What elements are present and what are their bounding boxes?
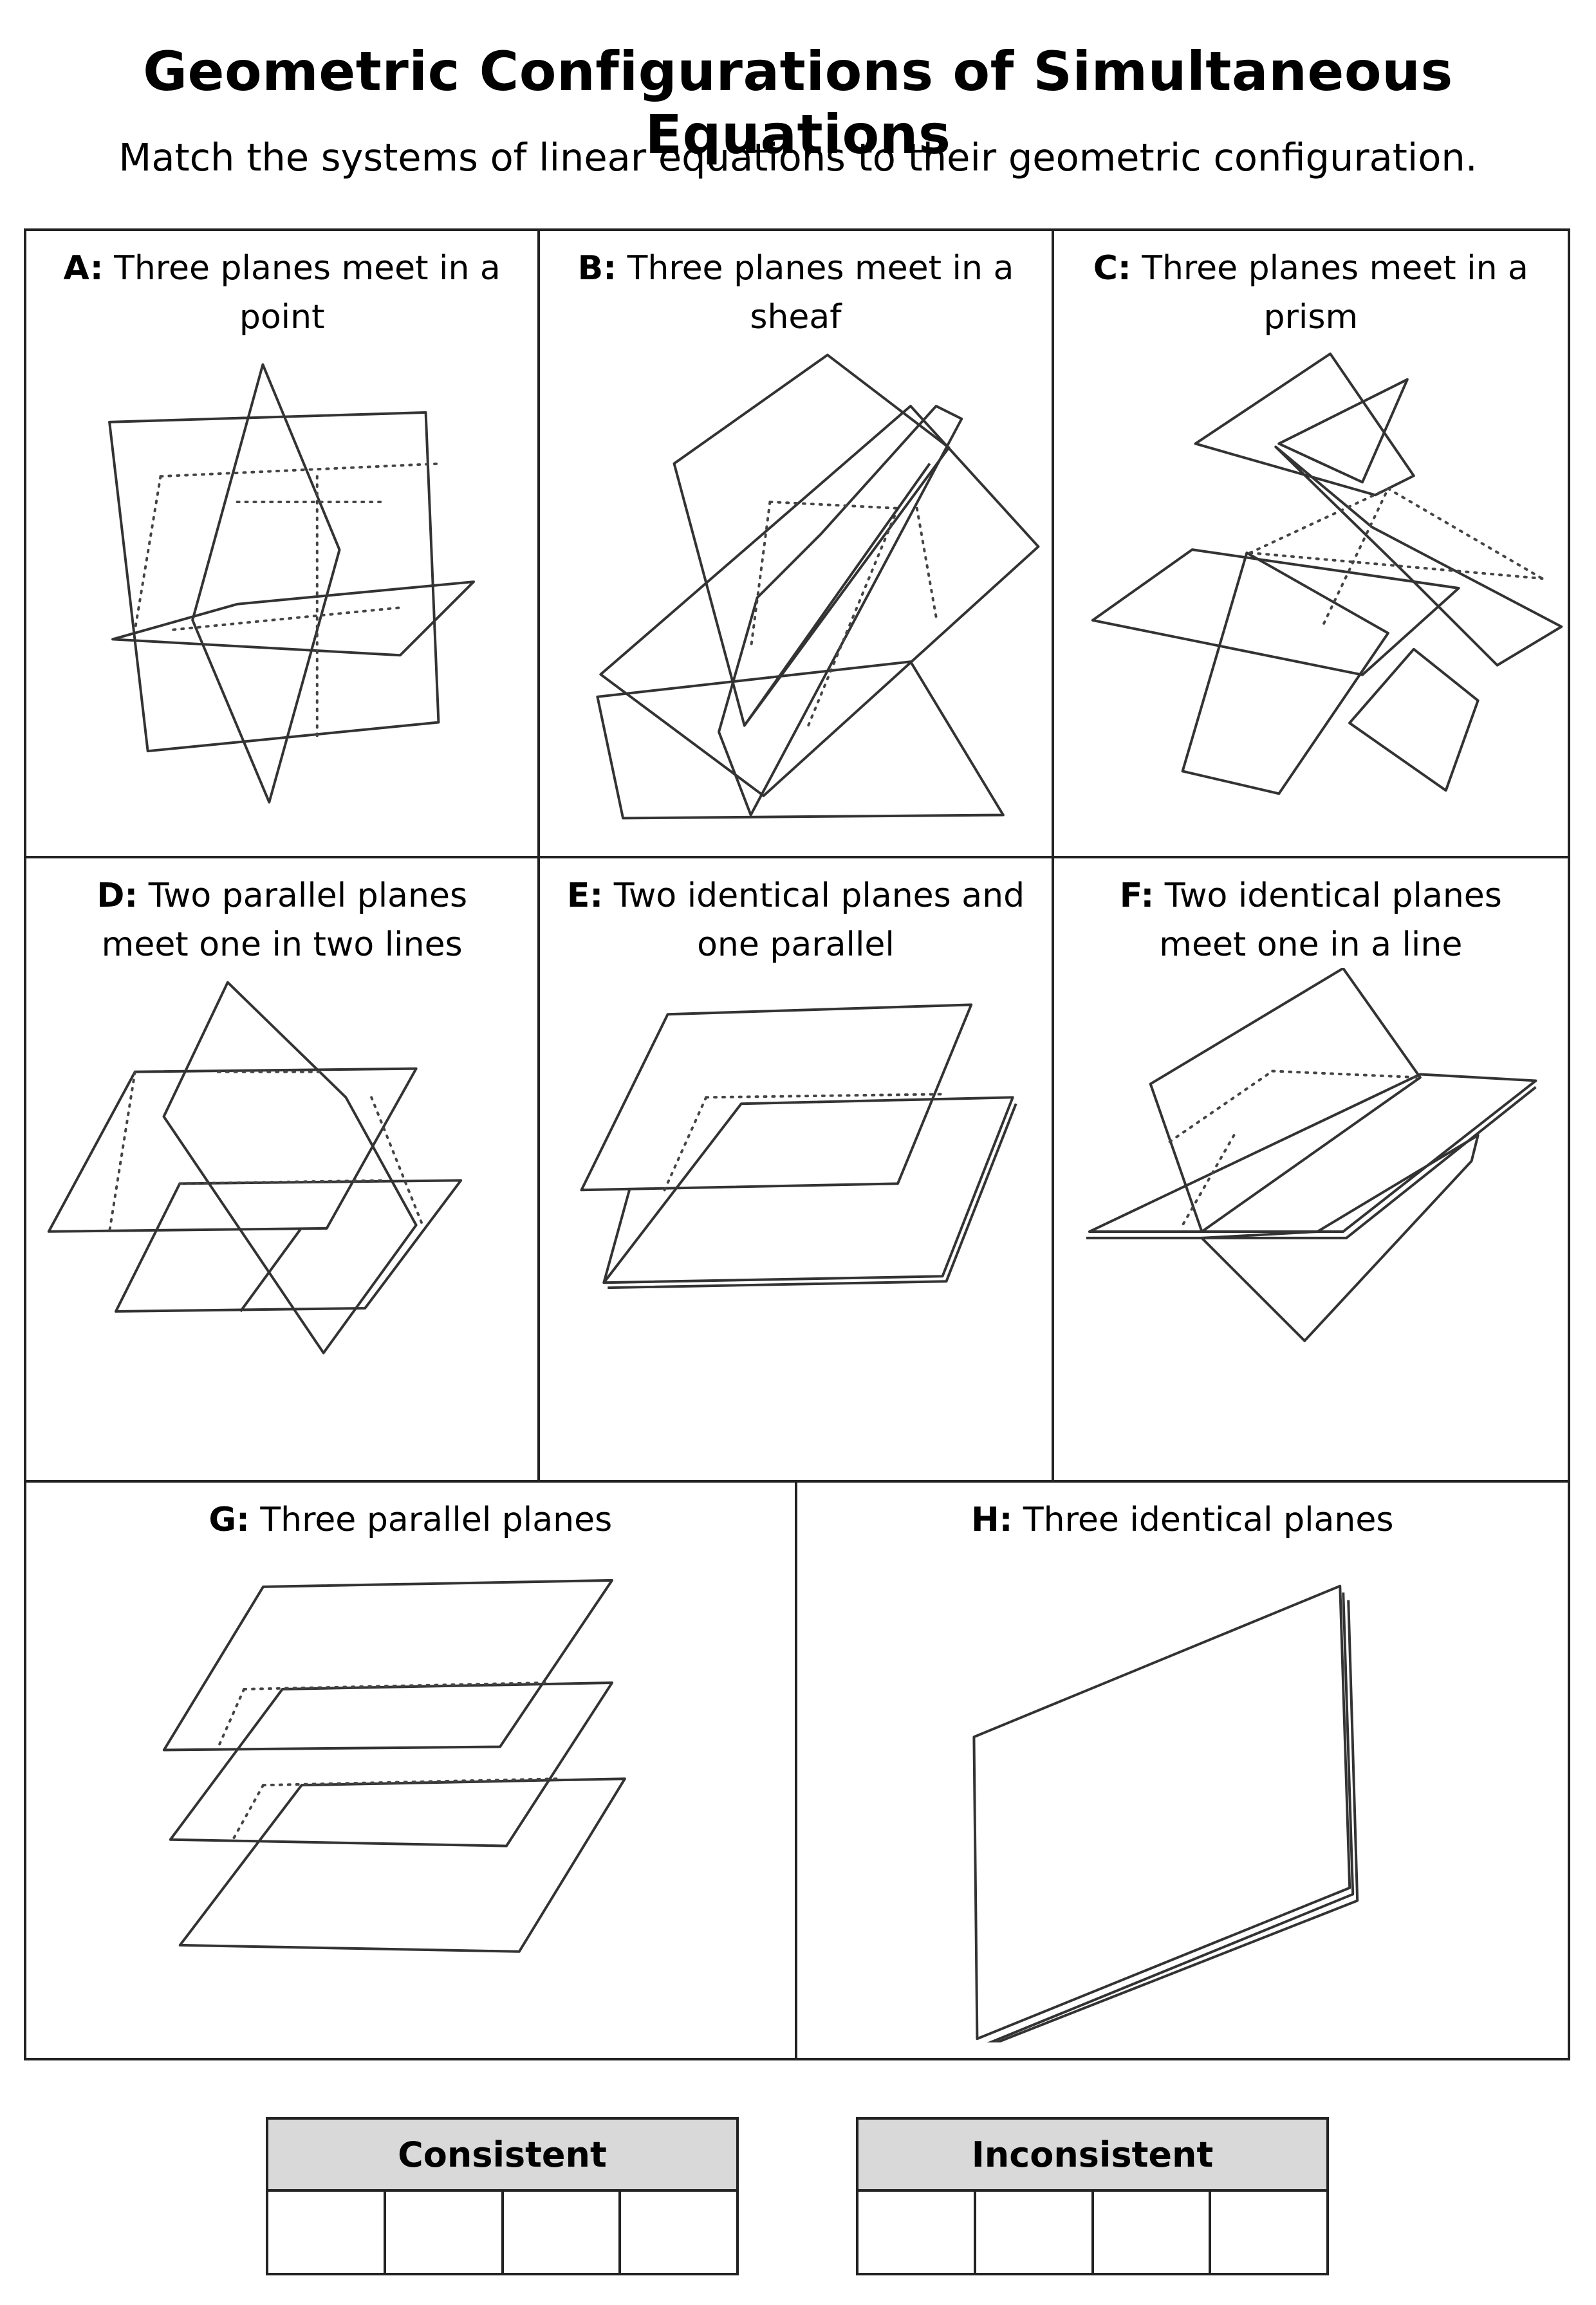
cell-b-text: Three planes meet in a sheaf: [627, 249, 1014, 337]
cell-b-letter: B:: [577, 249, 617, 288]
grid-row-3: G: Three parallel planes H: Three identi…: [26, 1483, 1568, 2058]
cell-b: B: Three planes meet in a sheaf: [540, 231, 1054, 856]
diagram-three-identical: [797, 1566, 1568, 2042]
inconsistent-table: Inconsistent: [856, 2117, 1329, 2275]
answer-box[interactable]: [386, 2192, 504, 2275]
cell-d-letter: D:: [97, 876, 138, 915]
diagram-identical-and-parallel: [540, 968, 1051, 1463]
cell-d: D: Two parallel planes meet one in two l…: [26, 858, 541, 1480]
answer-box[interactable]: [976, 2192, 1094, 2275]
diagram-identical-meet-in-line: [1054, 968, 1568, 1463]
consistent-header: Consistent: [268, 2120, 736, 2192]
cell-c-text: Three planes meet in a prism: [1142, 249, 1528, 337]
diagram-three-parallel: [26, 1566, 795, 2042]
instructions: Match the systems of linear equations to…: [118, 135, 1478, 180]
cell-g: G: Three parallel planes: [26, 1483, 797, 2058]
cell-d-text: Two parallel planes meet one in two line…: [101, 876, 468, 964]
cell-e-caption: E: Two identical planes and one parallel: [566, 871, 1025, 969]
cell-a-text: Three planes meet in a point: [114, 249, 501, 337]
cell-g-letter: G:: [209, 1501, 250, 1539]
cell-c-caption: C: Three planes meet in a prism: [1080, 244, 1542, 342]
cell-h-caption: H: Three identical planes: [823, 1495, 1543, 1544]
cell-f: F: Two identical planes meet one in a li…: [1054, 858, 1568, 1480]
cell-c-letter: C:: [1093, 249, 1131, 288]
cell-h-text: Three identical planes: [1023, 1501, 1394, 1539]
configuration-grid: A: Three planes meet in a point: [24, 228, 1570, 2060]
cell-g-caption: G: Three parallel planes: [52, 1495, 769, 1544]
answer-box[interactable]: [621, 2192, 736, 2275]
grid-row-2: D: Two parallel planes meet one in two l…: [26, 858, 1568, 1483]
cell-h: H: Three identical planes: [797, 1483, 1568, 2058]
cell-d-caption: D: Two parallel planes meet one in two l…: [52, 871, 512, 969]
diagram-point: [26, 340, 537, 836]
cell-g-text: Three parallel planes: [260, 1501, 613, 1539]
cell-e-text: Two identical planes and one parallel: [613, 876, 1025, 964]
cell-b-caption: B: Three planes meet in a sheaf: [566, 244, 1025, 342]
diagram-sheaf: [540, 340, 1051, 836]
cell-f-text: Two identical planes meet one in a line: [1159, 876, 1502, 964]
cell-e: E: Two identical planes and one parallel: [540, 858, 1054, 1480]
grid-row-1: A: Three planes meet in a point: [26, 231, 1568, 858]
answer-box[interactable]: [504, 2192, 622, 2275]
cell-c: C: Three planes meet in a prism: [1054, 231, 1568, 856]
inconsistent-answer-boxes: [858, 2192, 1326, 2275]
consistent-table: Consistent: [266, 2117, 739, 2275]
diagram-prism: [1054, 340, 1568, 836]
cell-a: A: Three planes meet in a point: [26, 231, 541, 856]
page-title: Geometric Configurations of Simultaneous…: [143, 40, 1453, 166]
answer-box[interactable]: [268, 2192, 386, 2275]
answer-box[interactable]: [1211, 2192, 1326, 2275]
cell-a-letter: A:: [63, 249, 104, 288]
cell-f-caption: F: Two identical planes meet one in a li…: [1080, 871, 1542, 969]
cell-f-letter: F:: [1119, 876, 1155, 915]
cell-a-caption: A: Three planes meet in a point: [52, 244, 512, 342]
cell-h-letter: H:: [971, 1501, 1013, 1539]
diagram-two-lines: [26, 968, 537, 1463]
answer-box[interactable]: [1094, 2192, 1212, 2275]
cell-e-letter: E:: [566, 876, 604, 915]
answer-box[interactable]: [858, 2192, 976, 2275]
inconsistent-header: Inconsistent: [858, 2120, 1326, 2192]
consistent-answer-boxes: [268, 2192, 736, 2275]
